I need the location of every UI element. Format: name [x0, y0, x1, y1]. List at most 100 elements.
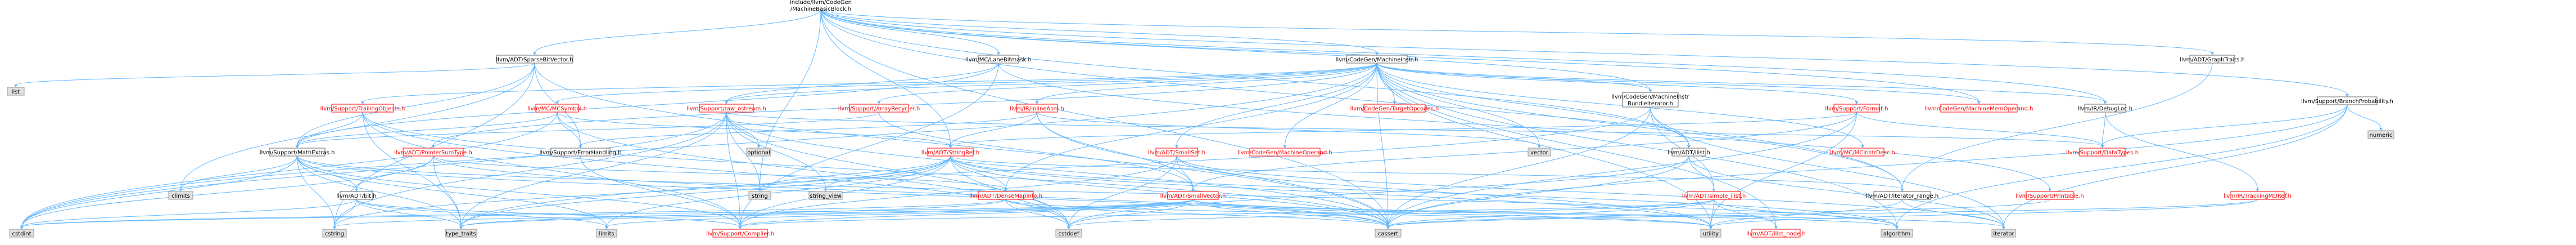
- edge-arrowhead-smallvector-to-typetraits: [459, 226, 463, 229]
- node-rawostream[interactable]: llvm/Support/raw_ostream.h: [686, 104, 766, 113]
- node-box-simpleilist: [1687, 191, 1741, 200]
- edge-mcsymbol-to-stringref: [557, 112, 951, 146]
- node-box-limits: [596, 229, 617, 238]
- node-densemapinfo[interactable]: llvm/ADT/DenseMapInfo.h: [969, 191, 1042, 200]
- node-box-typetraits: [445, 229, 477, 238]
- node-compiler[interactable]: llvm/Support/Compiler.h: [706, 229, 774, 238]
- node-smallvector[interactable]: llvm/ADT/SmallVector.h: [1160, 191, 1226, 200]
- edge-branchprob-to-iterator: [2003, 104, 2348, 228]
- node-box-branchprob: [2317, 96, 2378, 105]
- node-mibundle[interactable]: llvm/CodeGen/MachineInstrBundleIterator.…: [1611, 92, 1689, 108]
- edge-bit-to-typetraits: [356, 199, 462, 228]
- node-iterrange[interactable]: llvm/ADT/iterator_range.h: [1866, 191, 1938, 200]
- edge-smallvector-to-utility: [1192, 199, 1711, 228]
- edge-lanebit-to-rawostream: [726, 63, 999, 103]
- node-branchprob[interactable]: llvm/Support/BranchProbability.h: [2301, 96, 2393, 105]
- edge-root-to-iterrange: [820, 8, 1902, 190]
- node-box-mi: [1346, 55, 1408, 64]
- node-label-mcsymbol: llvm/MC/MCSymbol.h: [527, 106, 587, 112]
- edge-lanebit-to-compiler: [740, 63, 999, 228]
- edge-branchprob-to-numeric: [2347, 104, 2381, 129]
- node-ilistnode[interactable]: llvm/ADT/ilist_node.h: [1746, 229, 1806, 238]
- node-sparse[interactable]: llvm/ADT/SparseBitVector.h: [496, 55, 573, 64]
- edge-mi-to-arrayrecycler: [879, 63, 1377, 103]
- edge-arrowhead-simpleilist-to-compiler: [738, 226, 742, 229]
- node-memoperand[interactable]: llvm/CodeGen/MachineMemOperand.h: [1925, 104, 2033, 113]
- node-debugloc[interactable]: llvm/IR/DebugLoc.h: [2078, 104, 2132, 113]
- edge-arrowhead-smallset-to-smallvector: [1191, 189, 1195, 191]
- node-box-numeric: [2367, 130, 2394, 139]
- edge-inlineasm-to-vector: [1037, 112, 1540, 146]
- edge-arrowhead-ptrsumtype-to-bit: [355, 189, 358, 191]
- node-label-limits: limits: [599, 231, 614, 237]
- node-inlineasm[interactable]: llvm/IR/InlineAsm.h: [1010, 104, 1064, 113]
- edge-rawostream-to-cassert: [726, 112, 1389, 228]
- node-mi[interactable]: llvm/CodeGen/MachineInstr.h: [1336, 55, 1418, 64]
- node-box-machoperand: [1249, 148, 1321, 157]
- node-datatypes[interactable]: llvm/Support/DataTypes.h: [2066, 148, 2139, 157]
- node-machoperand[interactable]: llvm/CodeGen/MachineOperand.h: [1237, 148, 1332, 157]
- node-simpleilist[interactable]: llvm/ADT/simple_ilist.h: [1682, 191, 1746, 200]
- node-tgtopcodes[interactable]: llvm/CodeGen/TargetOpcodes.h: [1350, 104, 1439, 113]
- edge-root-to-stringref: [820, 8, 951, 146]
- edge-root-to-ilist: [820, 8, 1689, 146]
- edge-arrowhead-simpleilist-to-ilistnode: [1774, 226, 1778, 229]
- edge-mi-to-smallset: [1176, 63, 1377, 146]
- edge-mi-to-mcsymbol: [557, 63, 1377, 103]
- node-label-ilist: llvm/ADT/ilist.h: [1667, 150, 1710, 156]
- node-lanebit[interactable]: llvm/MC/LaneBitmask.h: [965, 55, 1032, 64]
- node-label-typetraits: type_traits: [446, 231, 476, 237]
- node-box-cassert: [1375, 229, 1402, 238]
- node-graphtraits[interactable]: llvm/ADT/GraphTraits.h: [2180, 55, 2245, 64]
- edge-arrowhead-mi-to-inlineasm: [1035, 101, 1039, 104]
- node-format[interactable]: llvm/Support/Format.h: [1825, 104, 1888, 113]
- node-printable[interactable]: llvm/Support/Printable.h: [2015, 191, 2084, 200]
- node-box-vector: [1527, 148, 1551, 157]
- edge-arrowhead-stringref-to-densemapinfo: [1004, 189, 1007, 191]
- node-label-bit: llvm/ADT/bit.h: [336, 193, 376, 199]
- node-root[interactable]: include/llvm/CodeGen/MachineBasicBlock.h: [790, 0, 852, 12]
- edge-arrowhead-mi-to-arrayrecycler: [877, 101, 881, 104]
- edge-mibundle-to-iterator: [1650, 106, 2004, 228]
- edge-debugloc-to-datatypes: [2102, 112, 2105, 146]
- edge-smallvector-to-iterator: [1192, 199, 2004, 228]
- edge-stringref-to-utility: [950, 155, 1711, 228]
- edge-smallset-to-utility: [1176, 155, 1711, 228]
- node-mathextras[interactable]: llvm/Support/MathExtras.h: [260, 148, 335, 157]
- node-ptrsumtype[interactable]: llvm/ADT/PointerSumType.h: [394, 148, 472, 157]
- node-box-sparse: [496, 55, 573, 64]
- node-stringref[interactable]: llvm/ADT/StringRef.h: [921, 148, 979, 157]
- edge-branchprob-to-datatypes: [2102, 104, 2348, 146]
- edge-arrowhead-mi-to-mcinstrdesc: [1861, 145, 1864, 148]
- node-ilist[interactable]: llvm/ADT/ilist.h: [1667, 148, 1710, 157]
- edge-format-to-utility: [1710, 112, 1857, 228]
- node-box-cstring: [322, 229, 347, 238]
- node-box-lanebit: [978, 55, 1019, 64]
- node-box-optional: [746, 148, 771, 157]
- node-errorhandling[interactable]: llvm/Support/ErrorHandling.h: [540, 148, 622, 157]
- edge-arrowhead-simpleilist-to-cstddef: [1067, 226, 1070, 229]
- node-smallset[interactable]: llvm/ADT/SmallSet.h: [1148, 148, 1205, 157]
- node-box-ptrsumtype: [403, 148, 464, 157]
- node-tracking[interactable]: llvm/Support/TrailingObjects.h: [320, 104, 405, 113]
- edge-smallvector-to-cstring: [334, 199, 1194, 228]
- node-arrayrecycler[interactable]: llvm/Support/ArrayRecycler.h: [838, 104, 920, 113]
- edge-root-to-graphtraits: [820, 8, 2213, 54]
- node-bit[interactable]: llvm/ADT/bit.h: [336, 191, 377, 200]
- node-label-printable: llvm/Support/Printable.h: [2015, 193, 2084, 199]
- edge-smallvector-to-limits: [606, 199, 1194, 228]
- node-label-branchprob: llvm/Support/BranchProbability.h: [2301, 99, 2393, 105]
- edge-arrowhead-stringref-to-stringview: [824, 189, 828, 191]
- node-mcinstrdesc[interactable]: llvm/MC/MCInstrDesc.h: [1830, 148, 1895, 157]
- edge-mi-to-inlineasm: [1037, 63, 1377, 103]
- edge-mathextras-to-cstdint: [21, 155, 297, 228]
- edge-printable-to-cassert: [1388, 199, 2050, 228]
- node-trackingmdref[interactable]: llvm/IR/TrackingMDRef.h: [2224, 191, 2292, 200]
- node-box-cstdint: [9, 229, 34, 238]
- edge-mcsymbol-to-cstddef: [557, 112, 1069, 228]
- edge-stringref-to-limits: [606, 155, 951, 228]
- edge-rawostream-to-cstdint: [21, 112, 727, 228]
- edge-ptrsumtype-to-cstdint: [21, 155, 433, 228]
- node-mcsymbol[interactable]: llvm/MC/MCSymbol.h: [527, 104, 587, 113]
